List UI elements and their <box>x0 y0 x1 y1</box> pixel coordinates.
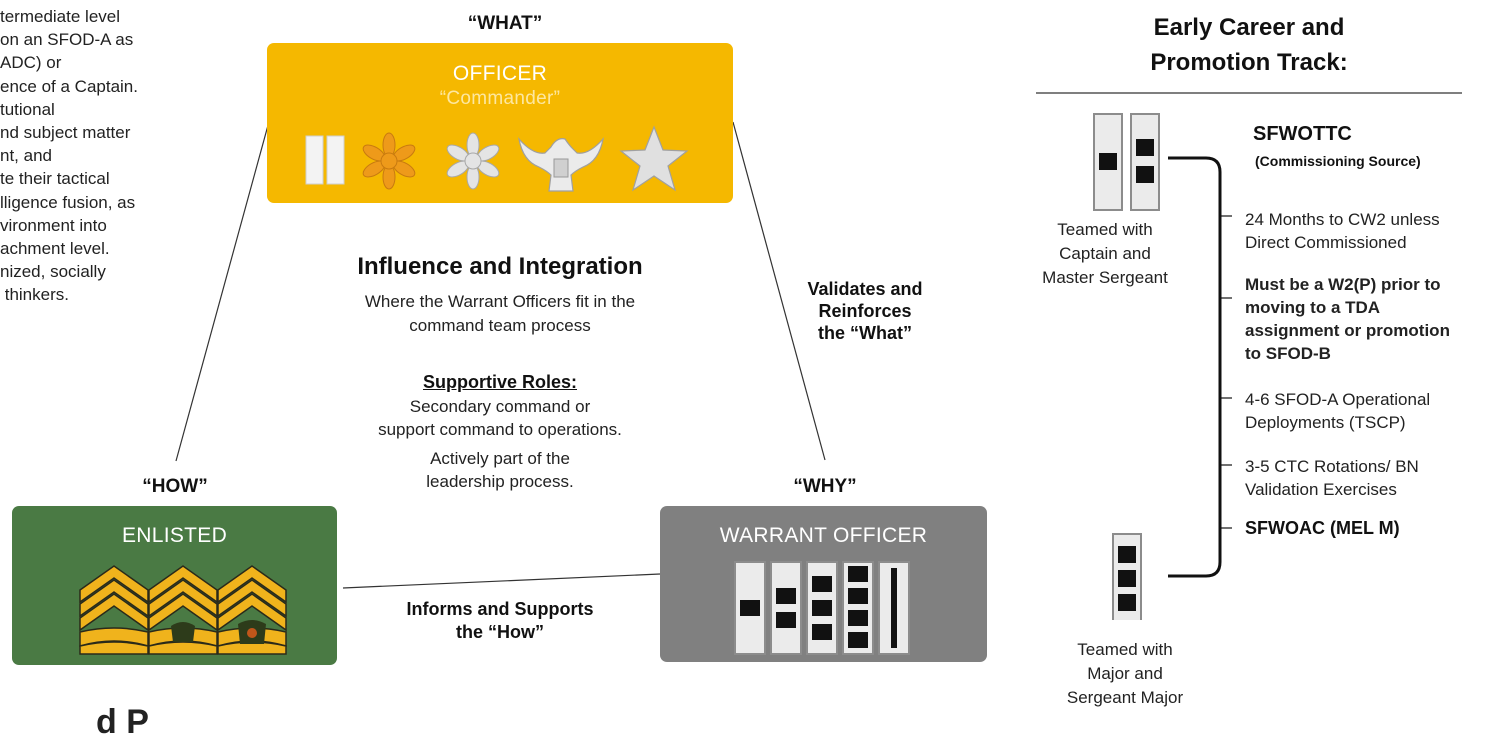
caption-line: Sergeant Major <box>1066 688 1184 707</box>
cw3-bar-icon <box>806 561 838 655</box>
supportive-roles-text: Secondary command or support command to … <box>300 395 700 493</box>
enlisted-card: ENLISTED <box>12 506 337 665</box>
left-line: tutional <box>0 99 55 119</box>
triangle-connectors <box>175 92 1462 589</box>
left-line: nized, socially <box>0 262 106 282</box>
top-rank-caption: Teamed with Captain and Master Sergeant <box>1030 218 1180 290</box>
informs-line: the “How” <box>456 622 544 642</box>
career-title-line: Promotion Track: <box>1150 49 1348 76</box>
right-edge-line <box>732 121 826 461</box>
cw5-bar-icon <box>878 561 910 655</box>
track-item: 4-6 SFOD-A Operational Deployments (TSCP… <box>1245 388 1495 434</box>
actively-line: Actively part of the <box>430 449 570 468</box>
wo1-rank-icon <box>1093 113 1123 211</box>
cw2-rank-icon <box>1130 113 1160 211</box>
cw3-rank-icon <box>1112 533 1142 620</box>
timeline-bracket <box>1168 156 1222 578</box>
sergeant-major-chevron-icon <box>217 565 287 655</box>
influence-subtext-line: command team process <box>409 316 591 335</box>
left-line: thinkers. <box>0 285 69 305</box>
officer-subtitle: “Commander” <box>439 88 561 109</box>
warrant-insignia <box>734 561 910 655</box>
left-edge-line <box>175 117 271 462</box>
left-line: nt, and <box>0 146 52 166</box>
supportive-line: Secondary command or <box>409 397 591 416</box>
track-item-line: Direct Commissioned <box>1245 233 1407 252</box>
track-item-line: 4-6 SFOD-A Operational <box>1245 390 1431 409</box>
left-line: lligence fusion, as <box>0 192 136 212</box>
how-label: “HOW” <box>142 476 208 497</box>
career-track-graphics <box>1093 113 1232 620</box>
validates-line: the “What” <box>818 323 912 343</box>
track-item-line: 24 Months to CW2 unless <box>1245 210 1440 229</box>
master-sergeant-chevron-icon <box>79 565 149 655</box>
track-item-line: 3-5 CTC Rotations/ BN <box>1245 457 1419 476</box>
caption-line: Major and <box>1087 664 1163 683</box>
validates-line: Reinforces <box>818 301 912 321</box>
colonel-eagle-icon <box>518 136 604 192</box>
track-item-line: assignment or promotion <box>1245 321 1450 340</box>
influence-heading: Influence and Integration <box>357 253 643 280</box>
supportive-roles-heading: Supportive Roles: <box>422 372 578 392</box>
career-title: Early Career and Promotion Track: <box>1036 10 1462 80</box>
cw2-bar-icon <box>770 561 802 655</box>
track-item-line: Must be a W2(P) prior to <box>1245 275 1441 294</box>
caption-line: Master Sergeant <box>1042 268 1168 287</box>
track-item-line: moving to a TDA <box>1245 298 1381 317</box>
enlisted-title: ENLISTED <box>121 524 228 547</box>
validates-label: Validates and Reinforces the “What” <box>770 278 960 344</box>
validates-line: Validates and <box>807 279 923 299</box>
left-line: achment level. <box>0 239 110 259</box>
why-label: “WHY” <box>793 476 857 497</box>
track-item: 24 Months to CW2 unless Direct Commissio… <box>1245 208 1495 254</box>
officer-insignia <box>305 125 689 192</box>
track-item: Must be a W2(P) prior to moving to a TDA… <box>1245 273 1500 365</box>
caption-line: Teamed with <box>1057 220 1153 239</box>
influence-subtext: Where the Warrant Officers fit in the co… <box>290 290 710 338</box>
actively-line: leadership process. <box>426 472 574 491</box>
major-oak-leaf-icon <box>362 132 416 190</box>
caption-line: Teamed with <box>1077 640 1173 659</box>
left-line: on an SFOD-A as <box>0 30 134 50</box>
what-label: “WHAT” <box>467 13 543 34</box>
track-item: 3-5 CTC Rotations/ BN Validation Exercis… <box>1245 455 1495 501</box>
influence-subtext-line: Where the Warrant Officers fit in the <box>364 292 636 311</box>
commissioning-source-subtitle: (Commissioning Source) <box>1255 153 1421 169</box>
left-line: ADC) or <box>0 53 62 73</box>
first-sergeant-chevron-icon <box>148 565 218 655</box>
officer-card: OFFICER “Commander” <box>267 43 733 203</box>
commissioning-source-title: SFWOTTC <box>1253 123 1352 145</box>
track-item-line: Validation Exercises <box>1245 480 1397 499</box>
caption-line: Captain and <box>1059 244 1151 263</box>
left-line: te their tactical <box>0 169 110 189</box>
enlisted-insignia <box>79 565 287 655</box>
left-line: ence of a Captain. <box>0 76 138 96</box>
cw4-bar-icon <box>842 561 874 655</box>
track-item-line: to SFOD-B <box>1245 344 1331 363</box>
captain-bars-icon <box>305 135 345 185</box>
track-item-line: Deployments (TSCP) <box>1245 413 1406 432</box>
officer-title: OFFICER <box>452 62 548 85</box>
general-star-icon <box>619 125 689 192</box>
lieutenant-colonel-oak-leaf-icon <box>446 132 500 190</box>
left-line: vironment into <box>0 215 107 235</box>
warrant-officer-title: WARRANT OFFICER <box>719 524 928 547</box>
wo1-bar-icon <box>734 561 766 655</box>
warrant-officer-card: WARRANT OFFICER <box>660 506 987 662</box>
left-line: termediate level <box>0 7 121 26</box>
left-line: nd subject matter <box>0 123 131 143</box>
supportive-line: support command to operations. <box>378 420 622 439</box>
final-course-item: SFWOAC (MEL M) <box>1245 518 1400 538</box>
informs-label: Informs and Supports the “How” <box>360 598 640 644</box>
bottom-rank-caption: Teamed with Major and Sergeant Major <box>1050 638 1200 710</box>
left-paragraph: termediate level on an SFOD-A as ADC) or… <box>0 5 260 307</box>
informs-line: Informs and Supports <box>406 599 594 619</box>
bottom-edge-line <box>342 573 661 589</box>
career-title-line: Early Career and <box>1153 14 1345 41</box>
